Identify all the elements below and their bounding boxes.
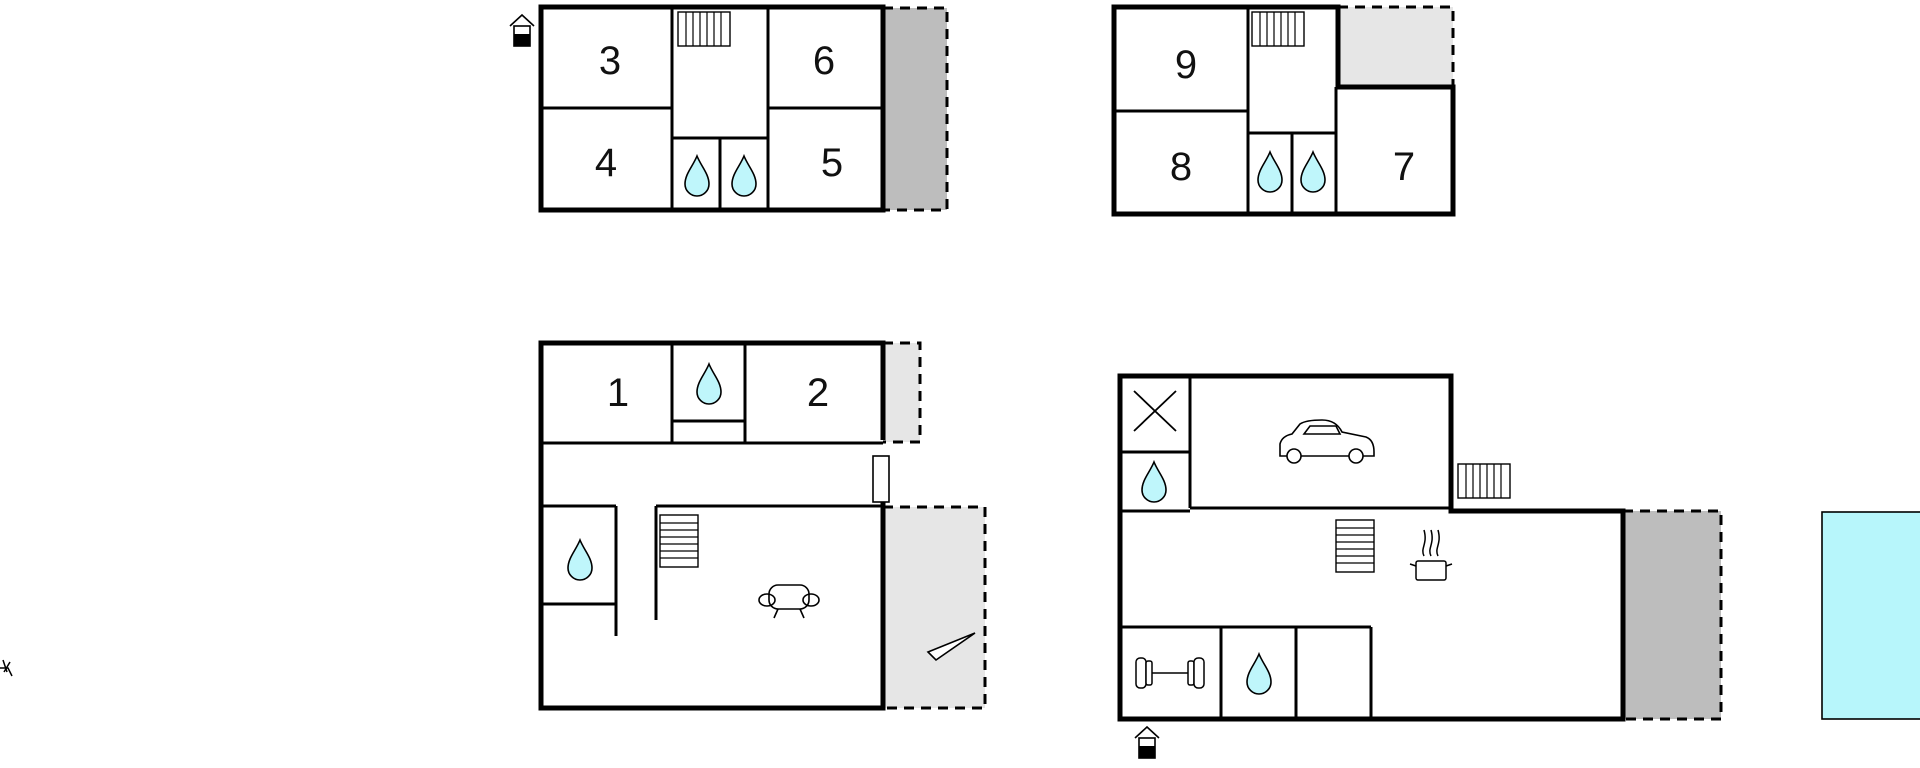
room-number: 6 xyxy=(813,39,835,83)
room-number: 9 xyxy=(1175,43,1197,87)
terrace xyxy=(883,507,985,708)
garden-icon xyxy=(0,659,13,677)
outer-walls xyxy=(538,340,886,711)
entrance-icon xyxy=(1134,726,1160,759)
terrace xyxy=(1338,7,1453,87)
water-drop-icon xyxy=(1257,151,1283,193)
water-drop-icon xyxy=(1246,653,1272,695)
floor-upper-left: 3 4 6 5 xyxy=(509,4,949,213)
terrace xyxy=(883,8,947,210)
water-drop-icon xyxy=(1141,461,1167,503)
dumbbell-icon xyxy=(1135,657,1205,689)
room-number: 4 xyxy=(595,141,617,185)
floor-ground-left: 1 2 xyxy=(538,340,987,711)
outer-walls xyxy=(1117,373,1626,722)
staircase-icon xyxy=(1335,519,1375,573)
entrance-icon xyxy=(509,14,535,47)
water-drop-icon xyxy=(567,539,593,581)
staircase-icon xyxy=(1457,463,1511,499)
staircase-icon xyxy=(1251,11,1305,47)
water-drop-icon xyxy=(684,155,710,197)
room-number: 2 xyxy=(807,371,829,415)
fireplace-icon xyxy=(926,632,976,662)
outer-walls xyxy=(1111,4,1456,217)
staircase-icon xyxy=(677,11,731,47)
terrace xyxy=(1623,511,1721,719)
water-drop-icon xyxy=(1300,151,1326,193)
pool xyxy=(1821,511,1920,720)
floor-ground-right xyxy=(1117,373,1723,759)
room-number: 7 xyxy=(1393,145,1415,189)
room-number: 1 xyxy=(607,371,629,415)
sofa-icon xyxy=(758,584,820,619)
room-number: 3 xyxy=(599,39,621,83)
floor-upper-right: 9 8 7 xyxy=(1111,4,1456,217)
staircase-icon xyxy=(659,514,699,568)
water-drop-icon xyxy=(696,363,722,405)
car-icon xyxy=(1279,419,1375,464)
balcony xyxy=(883,343,920,442)
room-number: 5 xyxy=(821,141,843,185)
storage-x-icon xyxy=(1133,390,1177,432)
door-icon xyxy=(872,455,890,503)
cooking-pot-icon xyxy=(1409,529,1453,581)
room-number: 8 xyxy=(1170,145,1192,189)
water-drop-icon xyxy=(731,155,757,197)
